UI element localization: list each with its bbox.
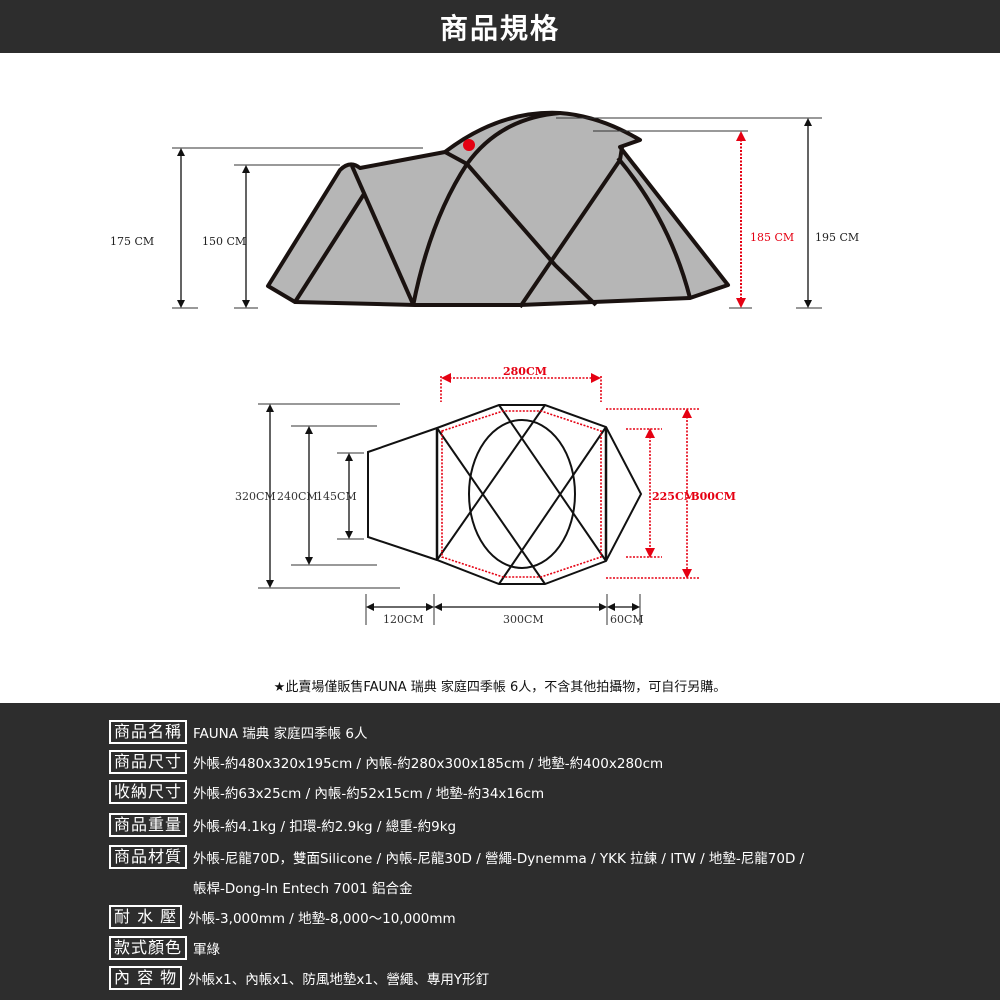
spec-value: 外帳x1、內帳x1、防風地墊x1、營繩、專用Y形釘: [188, 972, 490, 988]
spec-row-weight: 商品重量 外帳-約4.1kg / 扣環-約2.9kg / 總重-約9kg: [109, 813, 456, 837]
height-150-label: 150 CM: [202, 235, 247, 248]
width-225-label: 225CM: [652, 490, 696, 503]
spec-table: 商品名稱 FAUNA 瑞典 家庭四季帳 6人 商品尺寸 外帳-約480x320x…: [0, 703, 1000, 1000]
width-280-label: 280CM: [503, 365, 547, 378]
width-145-label: 145CM: [316, 490, 357, 503]
top-view-tent: [367, 404, 643, 585]
tent-diagram-svg: [172, 110, 822, 625]
length-300-label: 300CM: [503, 613, 544, 626]
spec-material-continuation: 帳桿-Dong-In Entech 7001 鋁合金: [193, 881, 413, 897]
width-320-label: 320CM: [235, 490, 276, 503]
sales-note: ★此賣場僅販售FAUNA 瑞典 家庭四季帳 6人，不含其他拍攝物，可自行另購。: [273, 680, 727, 695]
spec-row-waterproof: 耐 水 壓 外帳-3,000mm / 地墊-8,000～10,000mm: [109, 905, 456, 929]
spec-row-name: 商品名稱 FAUNA 瑞典 家庭四季帳 6人: [109, 720, 367, 744]
spec-row-material: 商品材質 外帳-尼龍70D，雙面Silicone / 內帳-尼龍30D / 營繩…: [109, 845, 804, 869]
spec-value: 外帳-約63x25cm / 內帳-約52x15cm / 地墊-約34x16cm: [193, 786, 545, 802]
spec-value: FAUNA 瑞典 家庭四季帳 6人: [193, 726, 368, 742]
spec-row-contents: 內 容 物 外帳x1、內帳x1、防風地墊x1、營繩、專用Y形釘: [109, 966, 489, 990]
header-bar: 商品規格: [0, 0, 1000, 53]
length-120-label: 120CM: [383, 613, 424, 626]
spec-value: 外帳-3,000mm / 地墊-8,000～10,000mm: [188, 911, 456, 927]
spec-key: 內 容 物: [109, 966, 183, 990]
height-175-label: 175 CM: [110, 235, 155, 248]
spec-value: 外帳-尼龍70D，雙面Silicone / 內帳-尼龍30D / 營繩-Dyne…: [193, 851, 805, 867]
spec-row-color: 款式顏色 軍綠: [109, 936, 220, 960]
spec-key: 商品重量: [109, 813, 188, 837]
spec-key: 收納尺寸: [109, 780, 188, 804]
spec-key: 款式顏色: [109, 936, 188, 960]
spec-row-size: 商品尺寸 外帳-約480x320x195cm / 內帳-約280x300x185…: [109, 750, 663, 774]
spec-key: 耐 水 壓: [109, 905, 183, 929]
page-title: 商品規格: [439, 11, 560, 45]
spec-row-packed-size: 收納尺寸 外帳-約63x25cm / 內帳-約52x15cm / 地墊-約34x…: [109, 780, 544, 804]
side-view-dimensions: [172, 117, 822, 309]
spec-diagrams: 175 CM 150 CM 185 CM 195 CM 280CM 320CM …: [0, 53, 1000, 703]
height-185-label: 185 CM: [750, 231, 795, 244]
spec-key: 商品材質: [109, 845, 188, 869]
height-195-label: 195 CM: [815, 231, 860, 244]
width-300-label: 300CM: [692, 490, 736, 503]
width-240-label: 240CM: [277, 490, 318, 503]
spec-key: 商品名稱: [109, 720, 188, 744]
spec-value: 外帳-約480x320x195cm / 內帳-約280x300x185cm / …: [193, 756, 664, 772]
length-60-label: 60CM: [610, 613, 644, 626]
spec-key: 商品尺寸: [109, 750, 188, 774]
vent-marker: [463, 139, 475, 151]
top-view-dimensions: [258, 373, 700, 625]
side-view-tent: [266, 110, 730, 309]
spec-value: 軍綠: [193, 942, 221, 958]
spec-value: 外帳-約4.1kg / 扣環-約2.9kg / 總重-約9kg: [193, 819, 457, 835]
